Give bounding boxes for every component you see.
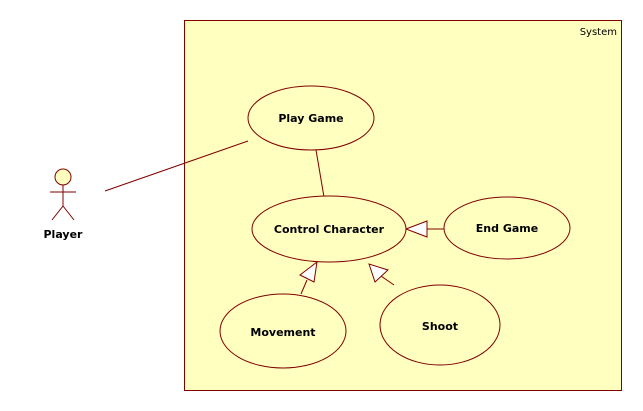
system-label: System bbox=[580, 27, 617, 38]
use-case-movement-label: Movement bbox=[250, 326, 315, 339]
association-play-game-control-character bbox=[315, 149, 325, 198]
use-case-control-character-label: Control Character bbox=[274, 223, 385, 236]
use-case-shoot-label: Shoot bbox=[422, 320, 458, 333]
use-case-end-game-label: End Game bbox=[476, 222, 538, 235]
stick-figure-actor-icon bbox=[50, 168, 76, 221]
use-case-control-character[interactable]: Control Character bbox=[251, 195, 407, 263]
use-case-play-game[interactable]: Play Game bbox=[247, 85, 375, 151]
use-case-play-game-label: Play Game bbox=[278, 112, 343, 125]
generalization-shoot-arrowhead bbox=[368, 263, 389, 283]
use-case-movement[interactable]: Movement bbox=[219, 293, 347, 369]
generalization-end-game-arrowhead bbox=[404, 220, 428, 238]
actor-player-label: Player bbox=[44, 228, 84, 241]
association-player-play-game bbox=[104, 140, 249, 192]
generalization-shoot-line bbox=[380, 275, 395, 286]
generalization-movement-line bbox=[300, 279, 308, 295]
use-case-end-game[interactable]: End Game bbox=[443, 196, 571, 260]
use-case-shoot[interactable]: Shoot bbox=[379, 284, 501, 366]
generalization-movement-arrowhead bbox=[299, 260, 318, 283]
actor-player[interactable]: Player bbox=[44, 168, 84, 241]
